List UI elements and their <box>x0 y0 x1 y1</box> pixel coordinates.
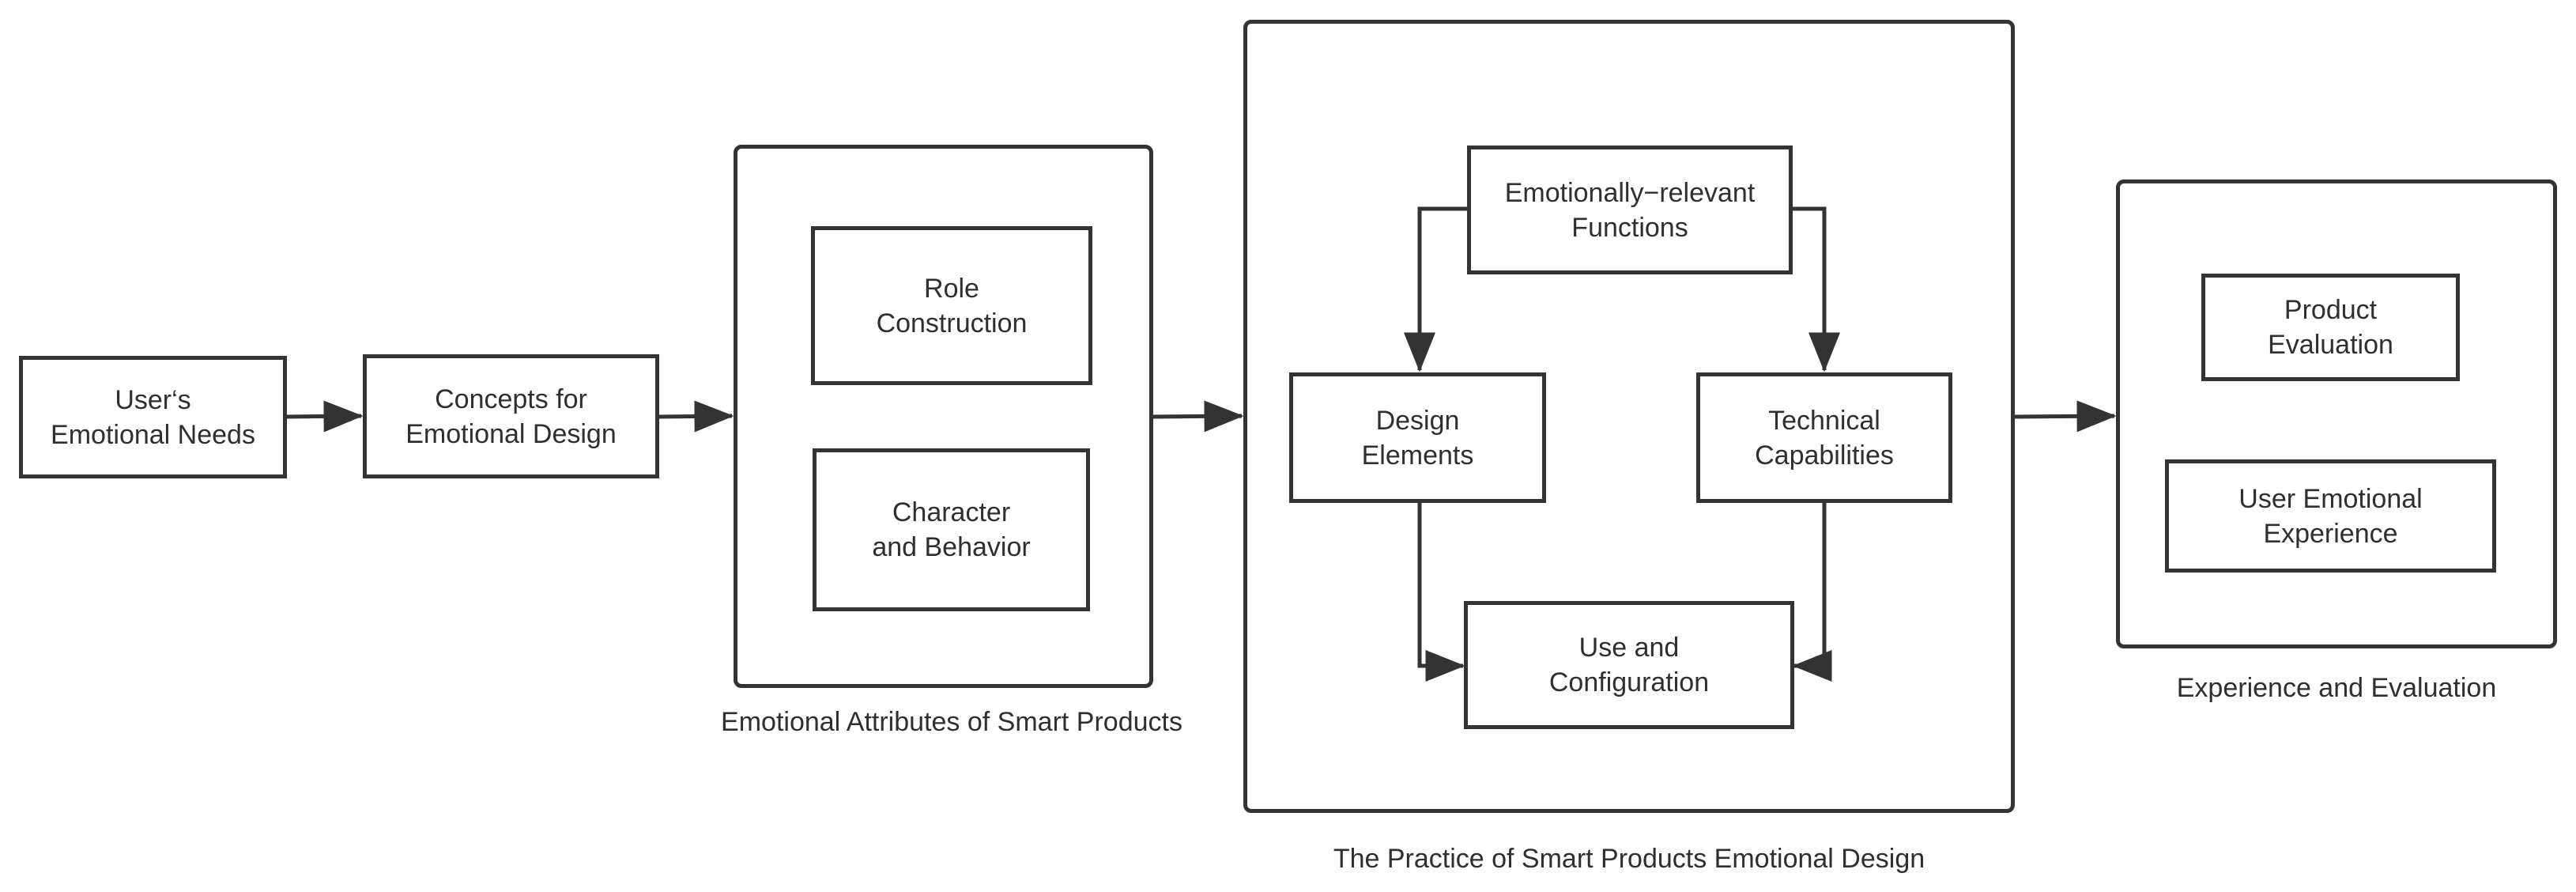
arrow-design-elements-to-use <box>1417 502 1465 682</box>
technical-capabilities-label: Technical Capabilities <box>1755 405 1894 471</box>
product-evaluation-box: Product Evaluation <box>2201 274 2460 381</box>
emotionally-relevant-functions-label: Emotionally−relevant Functions <box>1504 177 1756 243</box>
practice-caption: The Practice of Smart Products Emotional… <box>1333 844 1925 874</box>
concepts-for-emotional-design-box: Concepts for Emotional Design <box>363 354 659 478</box>
arrow-technical-to-use <box>1792 502 1832 682</box>
technical-capabilities-box: Technical Capabilities <box>1696 372 1952 503</box>
users-emotional-needs-box: User‘s Emotional Needs <box>19 356 287 478</box>
arrow-functions-to-technical <box>1791 206 1840 372</box>
character-behavior-label: Character and Behavior <box>872 497 1031 562</box>
users-emotional-needs-label: User‘s Emotional Needs <box>51 384 255 450</box>
product-evaluation-label: Product Evaluation <box>2268 295 2393 360</box>
user-emotional-experience-label: User Emotional Experience <box>2238 483 2423 549</box>
experience-caption: Experience and Evaluation <box>2176 673 2497 703</box>
use-and-configuration-box: Use and Configuration <box>1464 601 1794 729</box>
role-construction-label: Role Construction <box>876 273 1028 338</box>
user-emotional-experience-box: User Emotional Experience <box>2165 459 2496 573</box>
arrow-attributes-to-practice <box>1152 400 1244 433</box>
use-and-configuration-label: Use and Configuration <box>1548 633 1710 697</box>
emotionally-relevant-functions-box: Emotionally−relevant Functions <box>1467 146 1793 274</box>
role-construction-box: Role Construction <box>811 226 1092 385</box>
concepts-for-emotional-design-label: Concepts for Emotional Design <box>405 384 617 449</box>
arrow-functions-to-design-elements <box>1404 206 1468 372</box>
design-elements-box: Design Elements <box>1289 372 1546 503</box>
arrow-concepts-to-attributes <box>658 400 734 433</box>
arrow-practice-to-experience <box>2014 400 2117 433</box>
design-elements-label: Design Elements <box>1361 405 1474 471</box>
arrow-needs-to-concepts <box>285 400 364 433</box>
emotional-attributes-caption: Emotional Attributes of Smart Products <box>721 707 1182 737</box>
character-behavior-box: Character and Behavior <box>813 448 1090 611</box>
